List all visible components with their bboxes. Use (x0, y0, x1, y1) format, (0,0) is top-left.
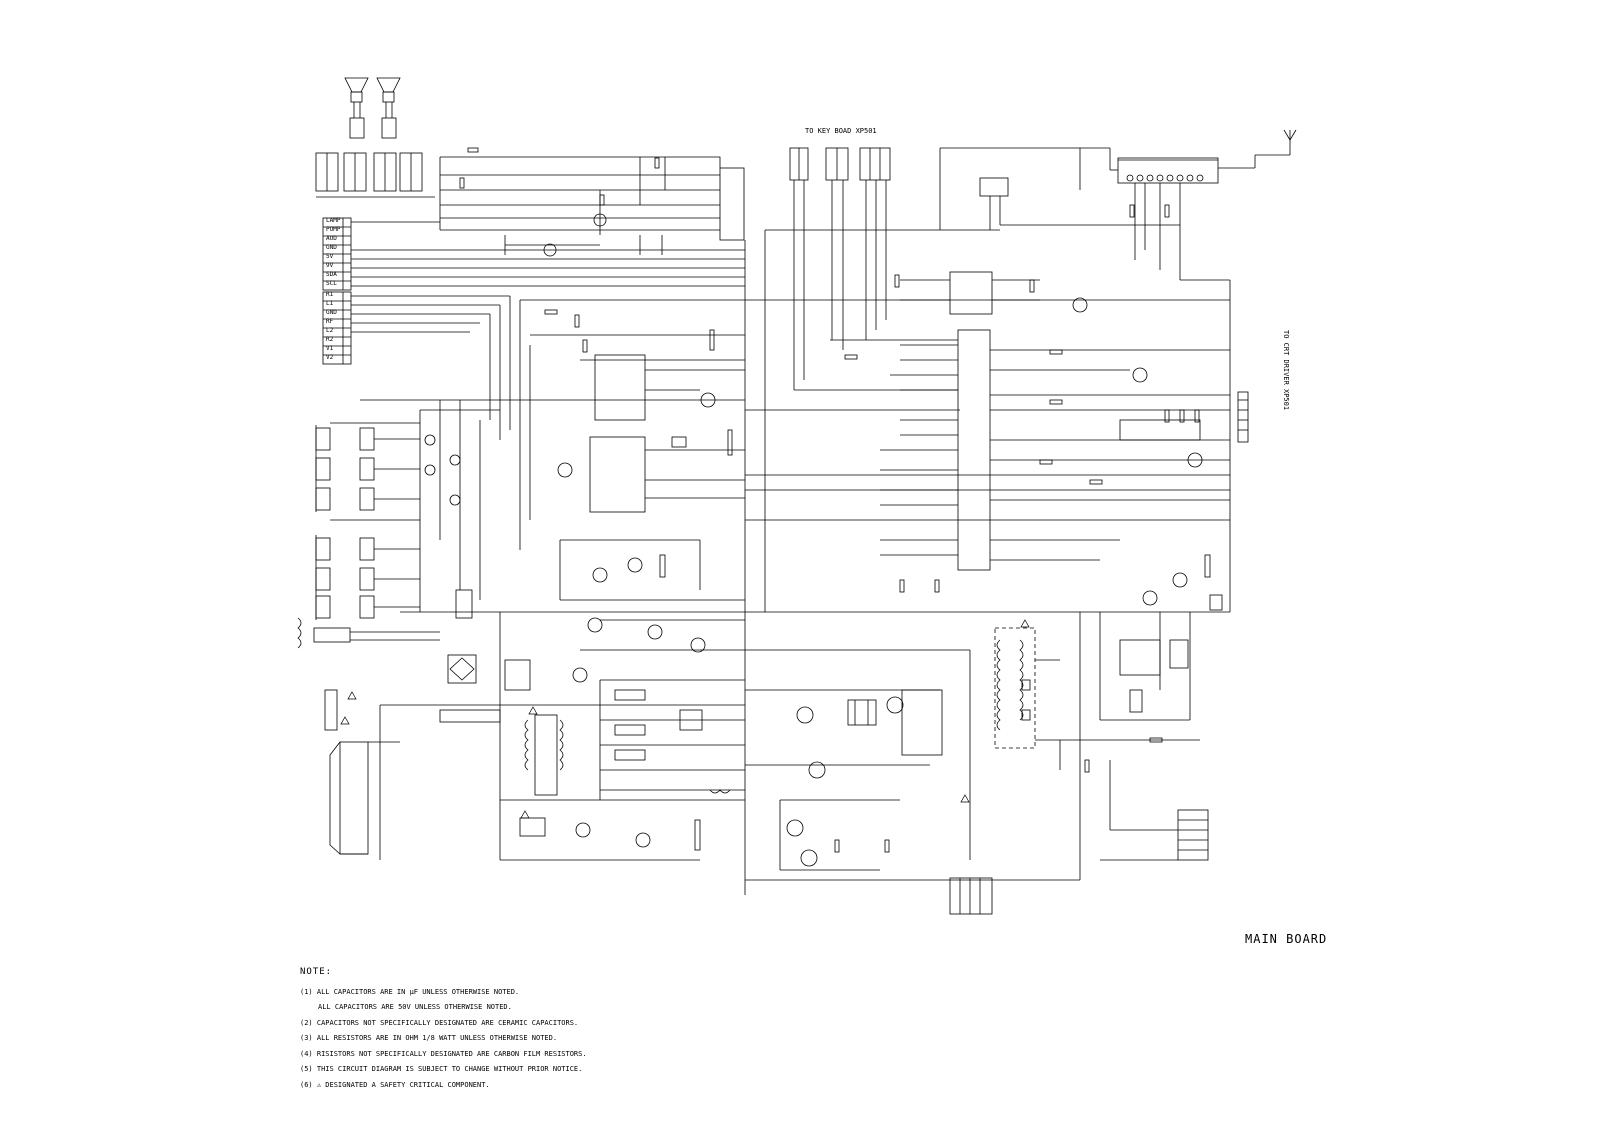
to-key-board-label: TO KEY BOAD XP501 (805, 127, 877, 135)
to-crt-driver-label: TO CRT DRIVER XP501 (1282, 330, 1290, 411)
board-title: MAIN BOARD (1245, 932, 1328, 946)
notes-block: NOTE: (1) ALL CAPACITORS ARE IN μF UNLES… (300, 965, 587, 1093)
note-item: (2) CAPACITORS NOT SPECIFICALLY DESIGNAT… (300, 1018, 579, 1027)
note-item: (6) ⚠ DESIGNATED A SAFETY CRITICAL COMPO… (300, 1080, 490, 1089)
warning-triangle-icon (340, 619, 1030, 819)
note-item: (3) ALL RESISTORS ARE IN OHM 1/8 WATT UN… (300, 1034, 558, 1042)
note-item: ALL CAPACITORS ARE 50V UNLESS OTHERWISE … (318, 1003, 512, 1011)
antenna-icon (1255, 129, 1297, 156)
note-item: (5) THIS CIRCUIT DIAGRAM IS SUBJECT TO C… (300, 1065, 583, 1073)
speaker-icon (344, 77, 401, 139)
notes-heading: NOTE: (300, 967, 333, 977)
left-connector-signals-a: LAMP PUMP AUD GND 5V 9V SDA SCL (326, 217, 341, 287)
note-item: (1) ALL CAPACITORS ARE IN μF UNLESS OTHE… (300, 987, 520, 996)
left-connector-signals-b: R1 L1 GND RF L2 R2 V1 V2 (326, 291, 337, 361)
note-item: (4) RISISTORS NOT SPECIFICALLY DESIGNATE… (300, 1049, 587, 1058)
